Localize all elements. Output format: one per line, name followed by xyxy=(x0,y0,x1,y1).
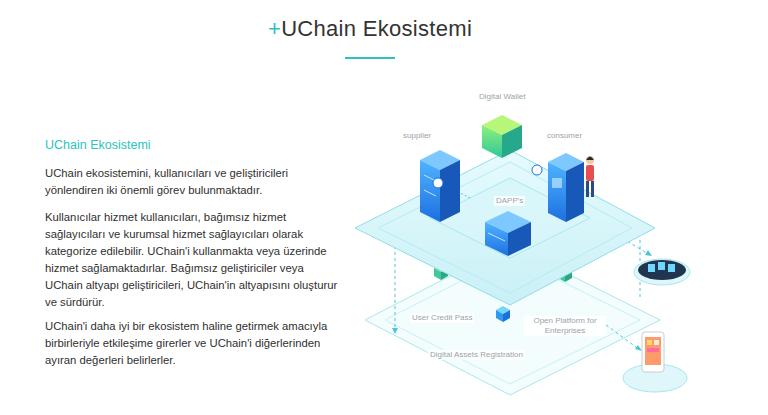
supplier-server xyxy=(420,150,460,222)
body-paragraph: UChain ekosistemini, kullanıcıları ve ge… xyxy=(45,165,340,199)
upper-platform xyxy=(355,150,655,305)
coin-icons xyxy=(433,165,542,188)
person xyxy=(586,156,594,197)
illustration-label: Digital Assets Registration xyxy=(428,350,525,360)
illustration-label: Open Platform for Enterprises xyxy=(524,316,606,336)
section-heading: UChain Ekosistemi xyxy=(45,138,345,152)
illustration-label: supplier xyxy=(401,131,433,141)
illustration-label: DAPP's xyxy=(494,196,525,206)
page-title: +UChain Ekosistemi xyxy=(268,16,472,42)
title-underline xyxy=(345,57,395,59)
dapp-block xyxy=(485,211,531,256)
illustration-label: User Credit Pass xyxy=(410,313,474,323)
chain-disc xyxy=(634,259,690,285)
illustration-label: consumer xyxy=(545,131,584,141)
body-paragraph: Kullanıcılar hizmet kullanıcıları, bağım… xyxy=(45,209,340,311)
phone-disc xyxy=(623,332,687,392)
wallet-block xyxy=(482,115,522,158)
consumer-server xyxy=(548,153,584,222)
body-paragraph: UChain'i daha iyi bir ekosistem haline g… xyxy=(45,318,340,369)
illustration-label: Digital Wallet xyxy=(477,92,527,102)
